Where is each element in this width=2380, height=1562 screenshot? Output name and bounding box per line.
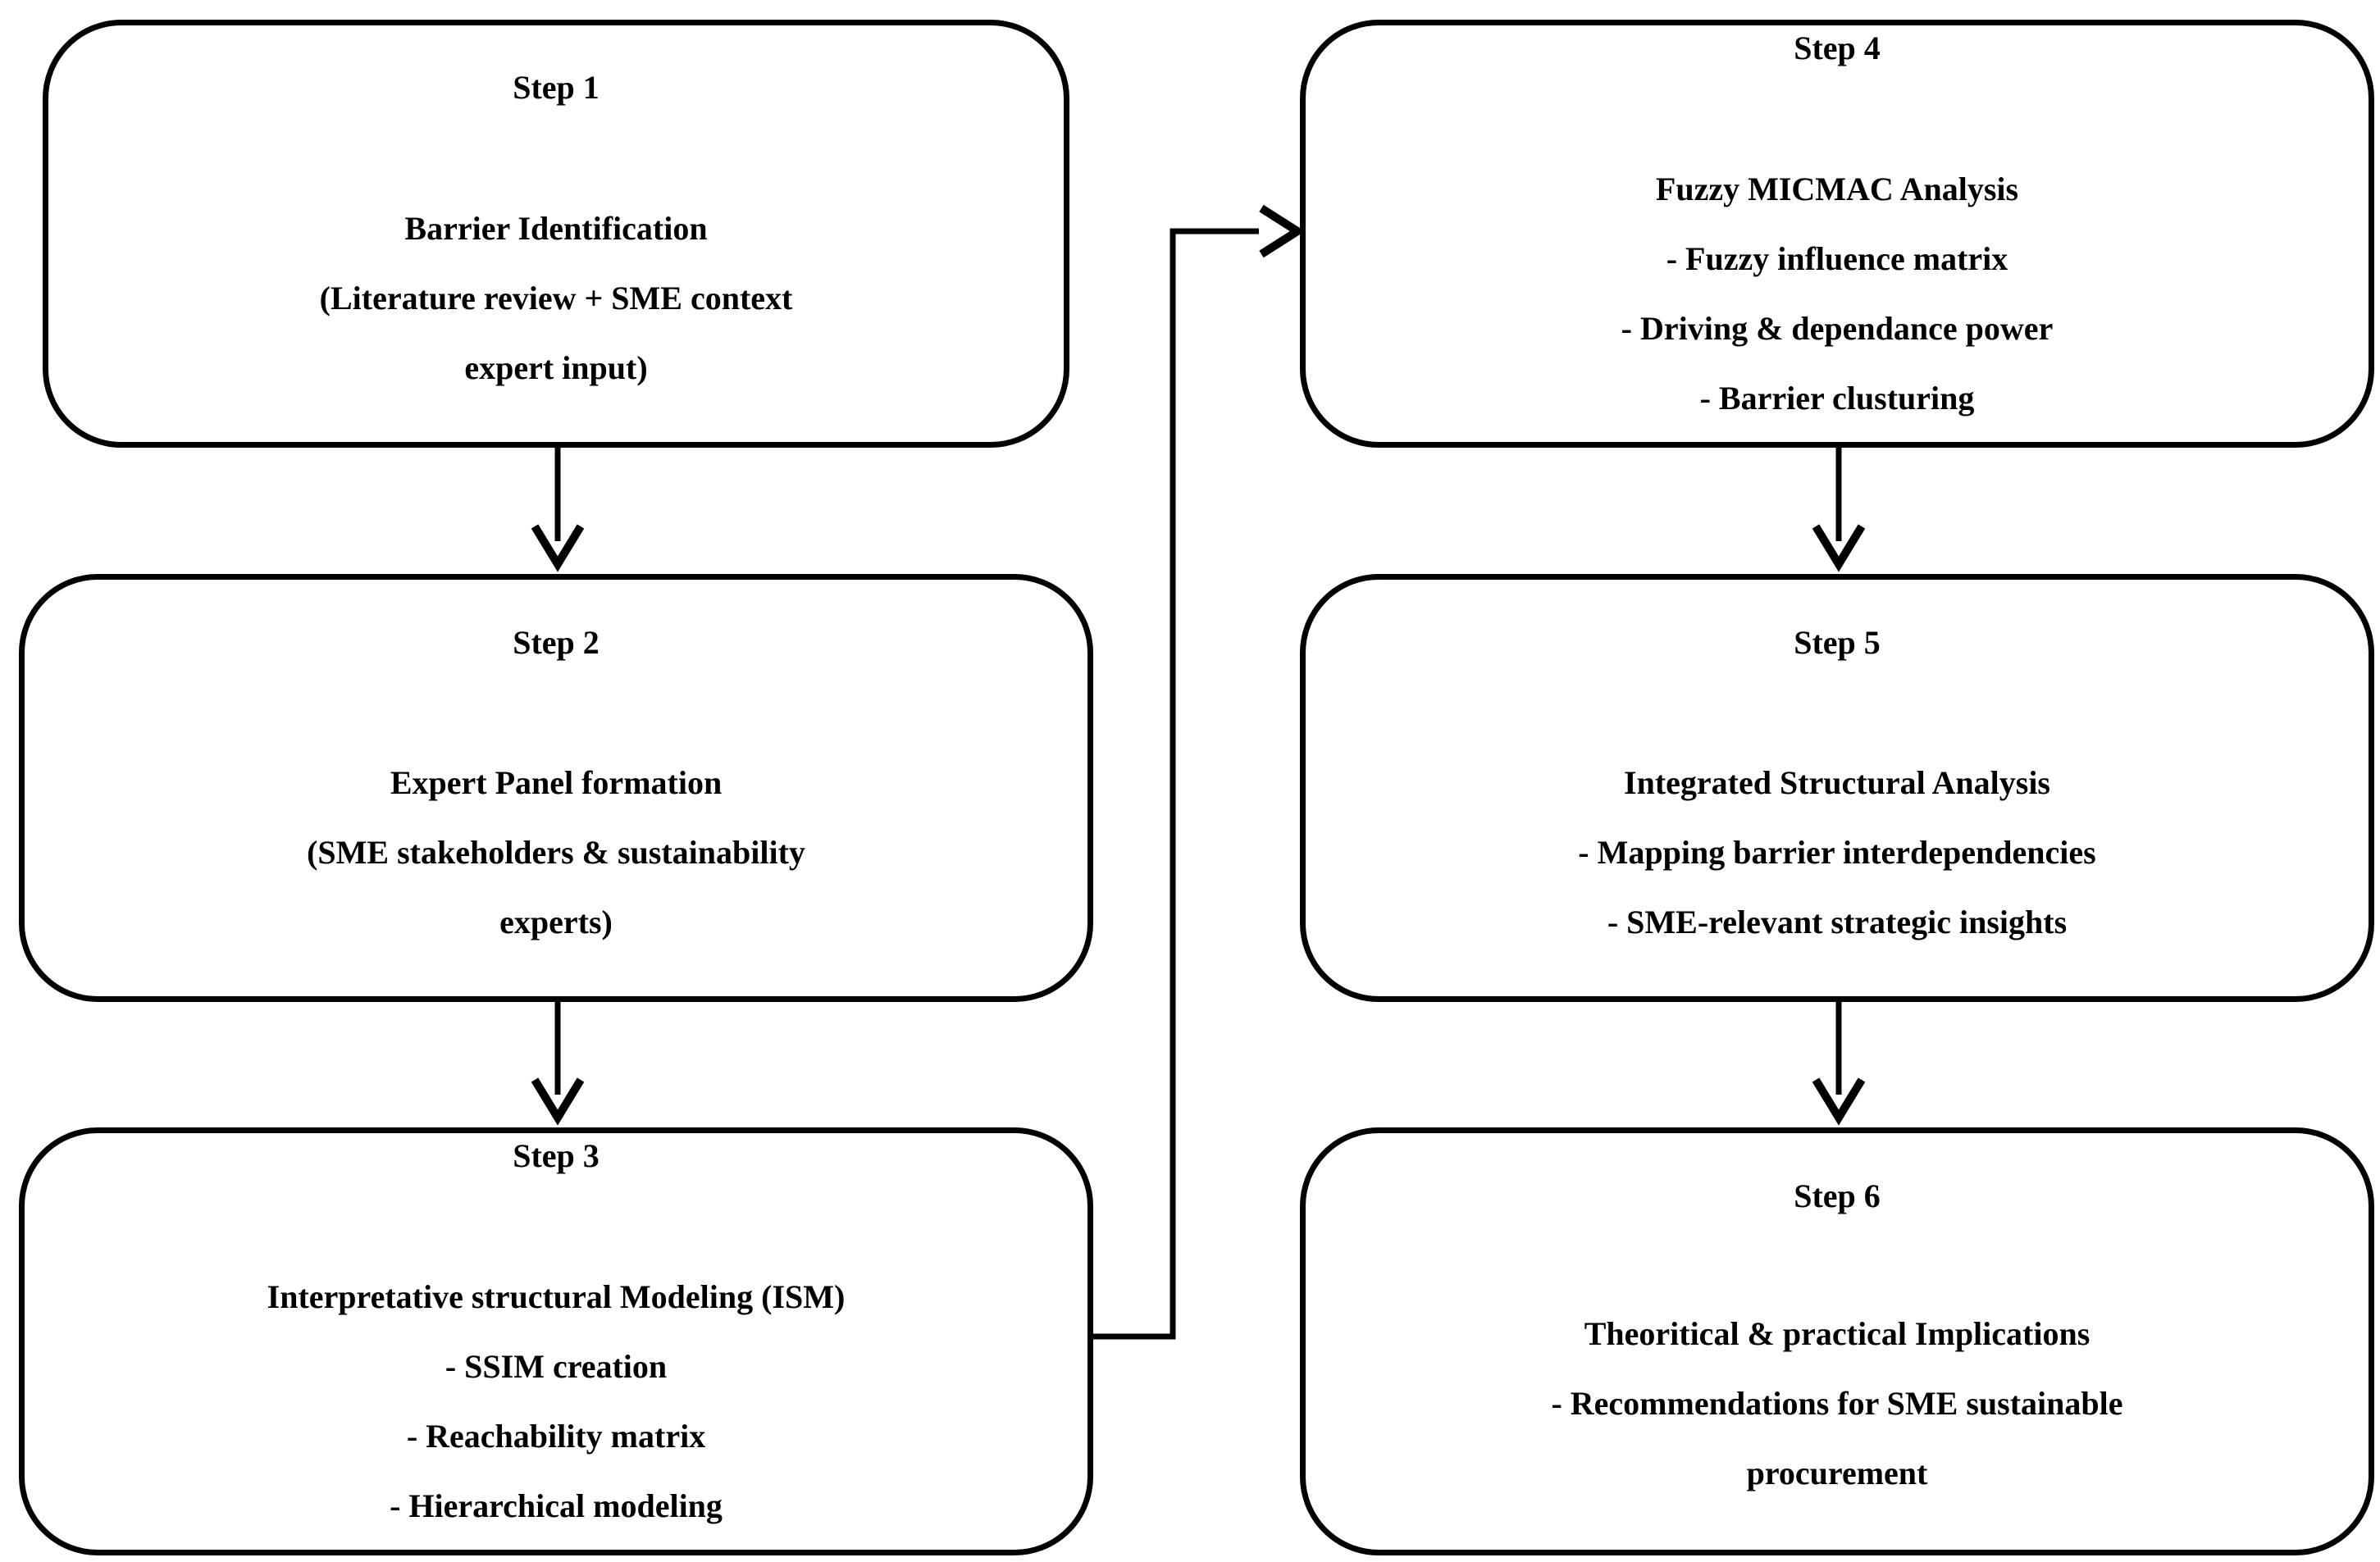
step-5-line-2: - Mapping barrier interdependencies bbox=[1578, 834, 2096, 871]
step-4-line-2: - Fuzzy influence matrix bbox=[1666, 240, 2008, 277]
arrowhead-step5 bbox=[1812, 524, 1866, 572]
step-6-line-2: - Recommendations for SME sustainable bbox=[1551, 1385, 2123, 1422]
step-2-title: Expert Panel formation bbox=[390, 764, 723, 801]
step-4-box: Step 4 Fuzzy MICMAC Analysis - Fuzzy inf… bbox=[1300, 20, 2374, 448]
step-5-title: Integrated Structural Analysis bbox=[1624, 764, 2050, 801]
step-6-box: Step 6 Theoritical & practical Implicati… bbox=[1300, 1127, 2374, 1555]
step-5-label: Step 5 bbox=[1794, 624, 1881, 661]
step-2-line-2: (SME stakeholders & sustainability bbox=[307, 834, 805, 871]
arrowhead-step4 bbox=[1259, 204, 1306, 258]
step-4-line-3: - Driving & dependance power bbox=[1621, 310, 2054, 347]
step-6-label: Step 6 bbox=[1794, 1177, 1881, 1214]
arrowhead-step6 bbox=[1812, 1077, 1866, 1126]
step-5-box: Step 5 Integrated Structural Analysis - … bbox=[1300, 574, 2374, 1002]
step-4-label: Step 4 bbox=[1794, 30, 1881, 66]
step-5-line-3: - SME-relevant strategic insights bbox=[1607, 904, 2068, 940]
step-6-title: Theoritical & practical Implications bbox=[1584, 1315, 2090, 1352]
arrowhead-step2 bbox=[531, 524, 585, 572]
step-3-line-4: - Hierarchical modeling bbox=[390, 1487, 723, 1524]
step-1-label: Step 1 bbox=[513, 69, 600, 106]
step-3-label: Step 3 bbox=[513, 1137, 600, 1174]
step-1-title: Barrier Identification bbox=[404, 210, 708, 247]
step-1-line-3: expert input) bbox=[464, 349, 648, 386]
arrowhead-step3 bbox=[531, 1077, 585, 1126]
step-3-line-2: - SSIM creation bbox=[445, 1348, 668, 1385]
step-3-title: Interpretative structural Modeling (ISM) bbox=[267, 1278, 846, 1315]
step-4-line-4: - Barrier clusturing bbox=[1699, 380, 1975, 417]
step-1-line-2: (Literature review + SME context bbox=[319, 280, 793, 316]
connector-step3-step4 bbox=[1091, 228, 1259, 1340]
step-3-line-3: - Reachability matrix bbox=[406, 1418, 706, 1455]
step-2-box: Step 2 Expert Panel formation (SME stake… bbox=[19, 574, 1093, 1002]
step-2-label: Step 2 bbox=[513, 624, 600, 661]
step-2-line-3: experts) bbox=[499, 904, 613, 940]
step-1-box: Step 1 Barrier Identification (Literatur… bbox=[43, 20, 1069, 448]
step-3-box: Step 3 Interpretative structural Modelin… bbox=[19, 1127, 1093, 1555]
step-6-line-3: procurement bbox=[1746, 1455, 1928, 1491]
step-4-title: Fuzzy MICMAC Analysis bbox=[1655, 171, 2019, 207]
